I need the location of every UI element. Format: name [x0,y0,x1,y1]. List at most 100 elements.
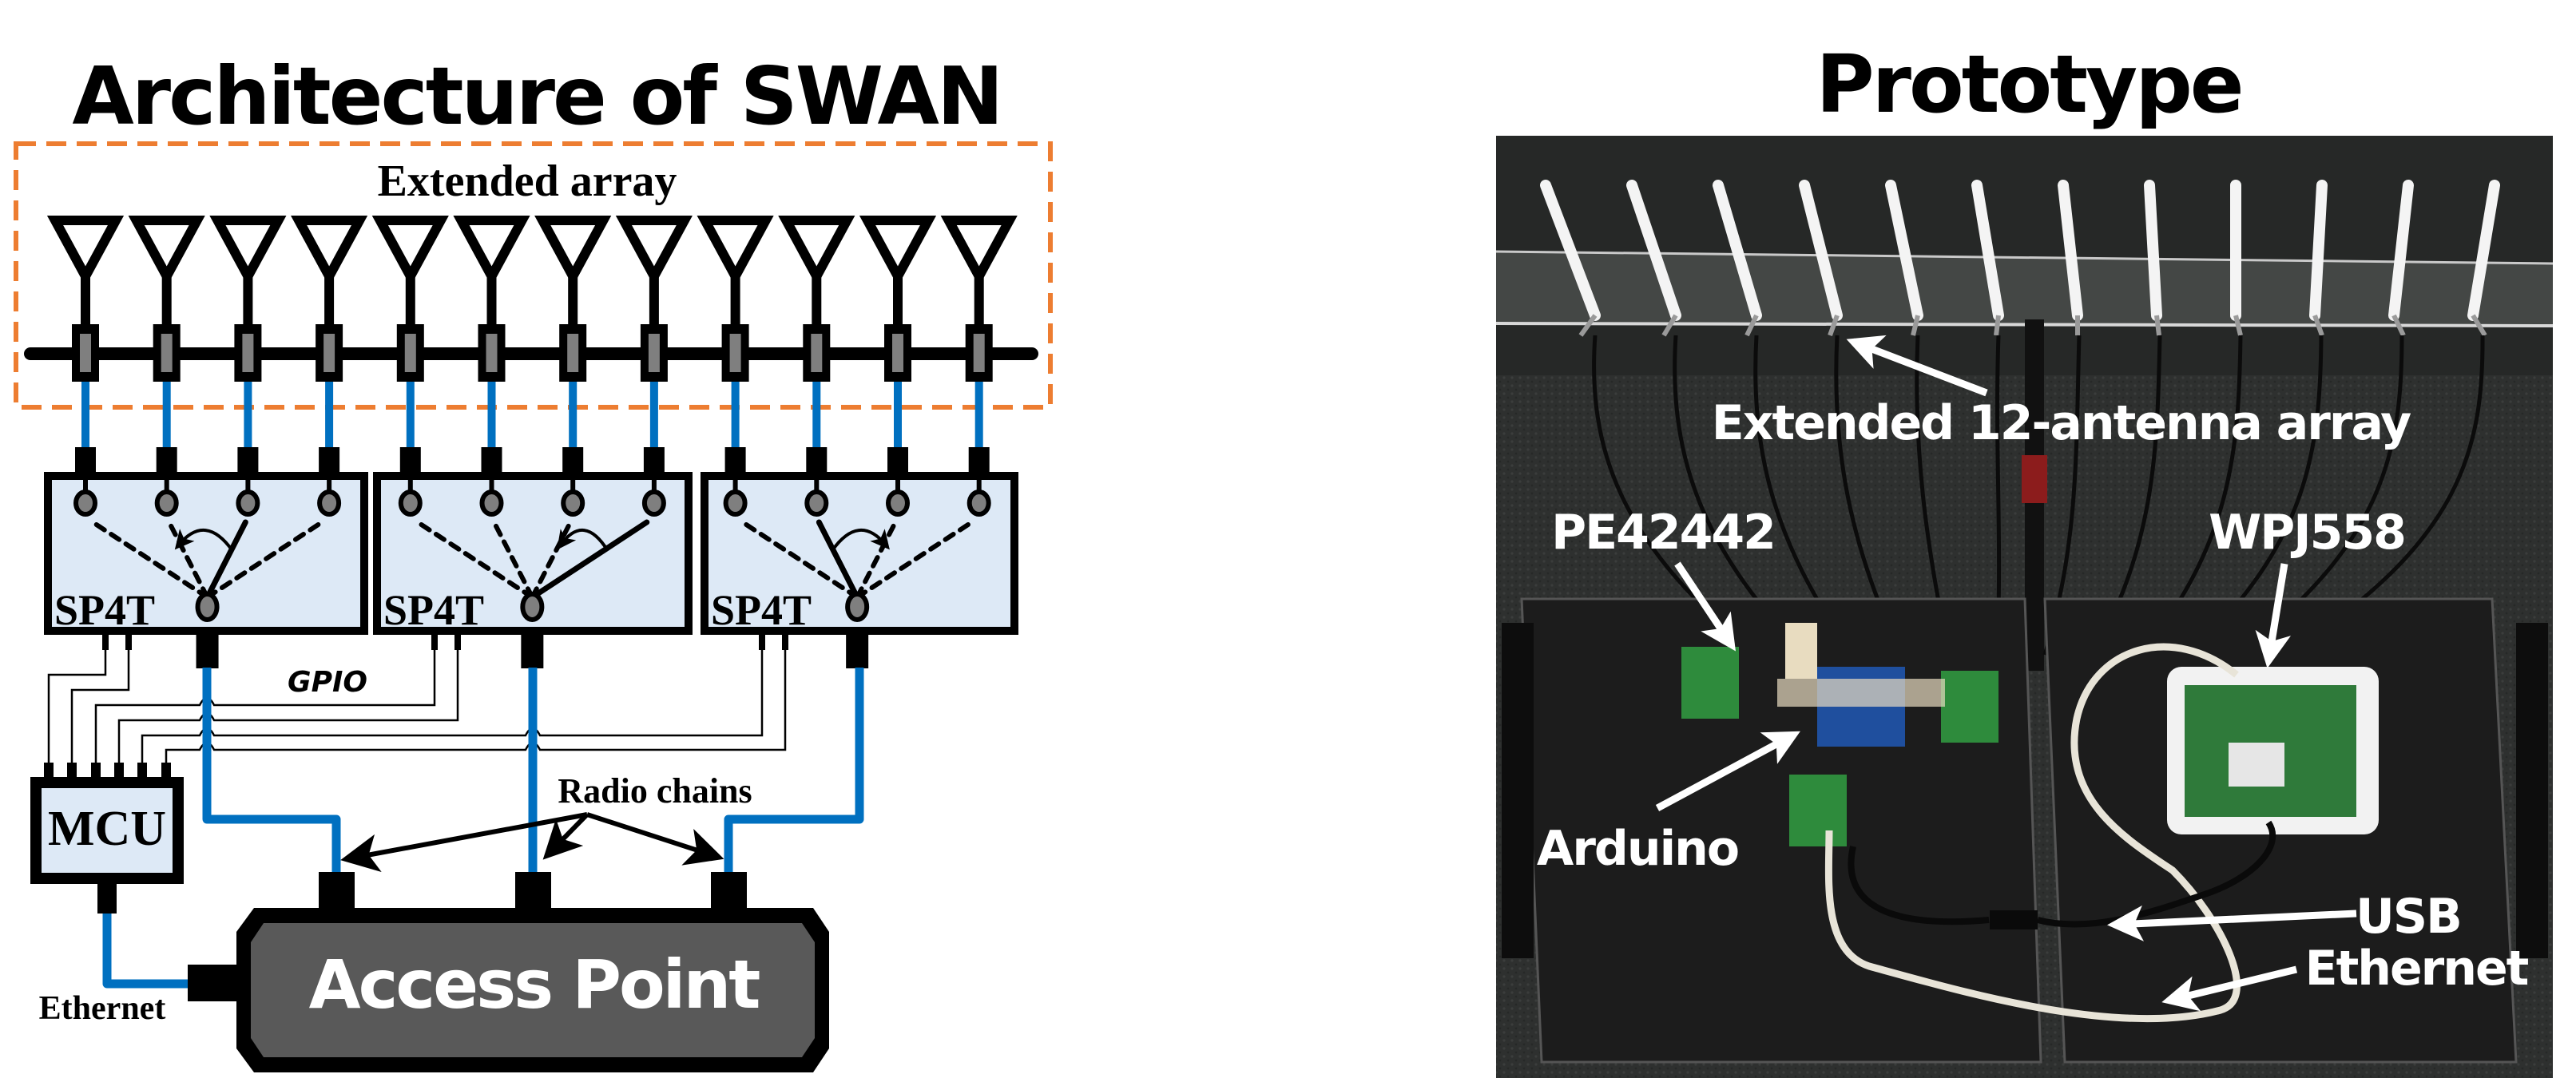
switch-output-port [846,627,869,668]
antenna-icon [697,216,774,447]
arrow-controller [1655,731,1800,811]
photo-antenna-rods [1540,180,2500,337]
photo-antenna-rod [1626,180,1681,321]
switch-body [44,472,368,635]
antenna-array [46,216,1018,447]
radio-chain-1 [202,668,341,874]
switch-port [886,489,910,517]
arrow-ethernet [2161,965,2298,1012]
switch-inactive-throw [740,520,860,600]
gpio-wire [141,650,764,775]
ethernet-label: Ethernet [39,990,166,1027]
gpio-pin [431,632,438,650]
switch-label: SP4T [711,586,812,634]
gpio-wiring [44,650,787,779]
antenna-icon [778,216,855,447]
switch-port [641,489,666,517]
label-ap-board: WPJ558 [2209,505,2405,561]
ap-ethernet-port [188,965,237,1001]
sp4t-switch: SP4T [701,447,1018,668]
mcu-pin [67,763,77,779]
switch-inactive-throw [204,520,324,600]
arrow-usb [2107,905,2357,941]
extended-array-box [14,141,1053,410]
architecture-title: Architecture of SWAN [72,50,1001,143]
sp4t-switch: SP4T [373,447,693,668]
mcu-pin [44,763,54,779]
switch-group: SP4T SP4T SP4T [44,447,1018,668]
ethernet-cable [102,914,189,989]
photo-antenna-rod [2058,180,2083,321]
mcu-pin [91,763,101,779]
switch-rotation-arrow [557,529,609,552]
switch-inactive-throw [855,520,974,600]
photo-antenna-rod [1540,180,1601,321]
mcu-ethernet-port [97,883,117,914]
photo-antenna-rod [1713,180,1762,321]
switch-label: SP4T [383,586,484,634]
switch-active-throw [816,519,860,600]
switch-port [73,489,97,517]
antenna-icon [453,216,530,447]
switch-port [236,489,260,517]
arrow-switch-chip [1674,561,1736,652]
gpio-label: GPIO [288,666,367,699]
switch-label: SP4T [54,586,155,634]
switch-active-throw [529,519,650,600]
antenna-icon [291,216,368,447]
switch-rotation-arrow [174,529,234,552]
architecture-panel: Architecture of SWAN Extended array SP4T… [14,50,1053,1072]
antenna-icon [534,216,612,447]
switch-active-throw [204,519,248,600]
access-point-label: Access Point [309,945,760,1024]
radio-chain-3 [724,668,864,874]
switch-common-port [845,592,870,622]
switch-port [561,489,585,517]
extended-array-label: Extended array [378,157,677,206]
prototype-title: Prototype [1816,38,2241,131]
photo-antenna-rod [2388,180,2414,321]
switch-port [317,489,342,517]
mcu-label: MCU [48,802,166,856]
label-array: Extended 12-antenna array [1712,395,2411,451]
gpio-wire [94,650,436,775]
switch-inactive-throw [415,520,535,600]
antenna-icon [859,216,937,447]
gpio-pin [102,632,109,650]
arrow-array [1846,335,1988,397]
mcu: MCU [30,777,184,914]
switch-rotation-arrow [830,529,890,552]
label-controller: Arduino [1537,821,1738,877]
switch-inactive-throw [491,520,535,600]
antenna-icon [371,216,449,447]
gpio-pin [759,632,765,650]
switch-port [804,489,829,517]
prototype-photo [1495,136,2554,1078]
switch-common-port [195,592,220,622]
switch-inactive-throw [90,520,210,600]
photo-antenna-rod [2467,180,2500,321]
switch-common-port [520,592,545,622]
switch-output-port [196,627,219,668]
antenna-icon [940,216,1018,447]
access-point: Access Point [236,872,829,1072]
antenna-icon [209,216,287,447]
gpio-pin [125,632,132,650]
prototype-panel: Prototype [1495,38,2554,1078]
switch-port [966,489,991,517]
switch-port [479,489,504,517]
sp4t-switch: SP4T [44,447,368,668]
gpio-wire [70,650,130,775]
arrow-ap-board [2255,563,2292,668]
radio-chains-arrows [340,812,724,873]
switch-output-port [521,627,544,668]
photo-antenna-rod [2309,180,2328,321]
label-switch-chip: PE42442 [1551,505,1775,561]
switch-port [723,489,748,517]
antenna-icon [46,216,125,447]
mcu-pin [114,763,124,779]
gpio-wire [47,650,107,775]
radio-chains-label: Radio chains [558,771,752,810]
photo-antenna-rod [2144,180,2162,321]
gpio-pin [454,632,461,650]
